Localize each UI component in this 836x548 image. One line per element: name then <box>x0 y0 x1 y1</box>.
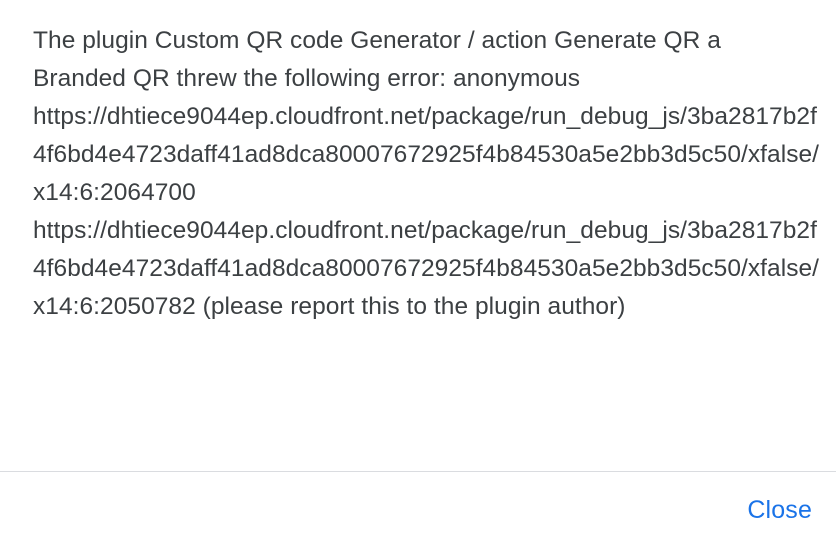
error-message-text: The plugin Custom QR code Generator / ac… <box>33 27 820 320</box>
close-button[interactable]: Close <box>745 491 814 529</box>
dialog-body: The plugin Custom QR code Generator / ac… <box>33 27 820 320</box>
dialog-divider <box>0 471 836 472</box>
dialog-footer: Close <box>0 472 836 548</box>
